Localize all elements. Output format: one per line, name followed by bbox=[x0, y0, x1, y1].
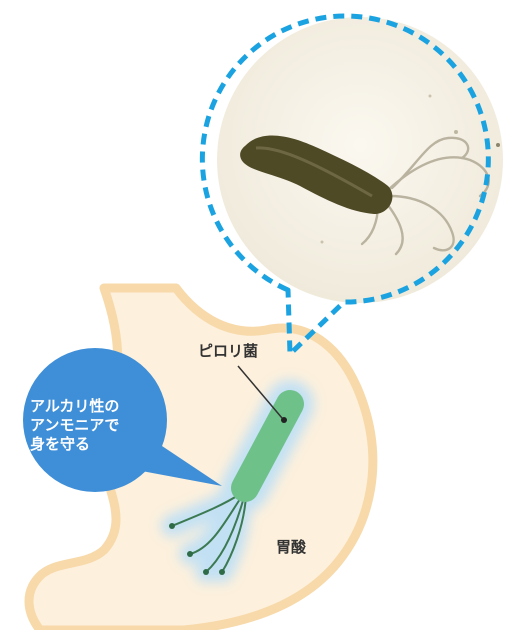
leader-dot bbox=[281, 417, 287, 423]
callout-text: アルカリ性の アンモニアで 身を守る bbox=[30, 397, 160, 454]
callout-line-1: アルカリ性の bbox=[30, 397, 160, 416]
stomach-acid-label: 胃酸 bbox=[276, 536, 306, 557]
pylori-label: ピロリ菌 bbox=[198, 340, 258, 361]
callout-line-3: 身を守る bbox=[30, 435, 160, 454]
callout-line-2: アンモニアで bbox=[30, 416, 160, 435]
microscope-view bbox=[202, 10, 510, 354]
